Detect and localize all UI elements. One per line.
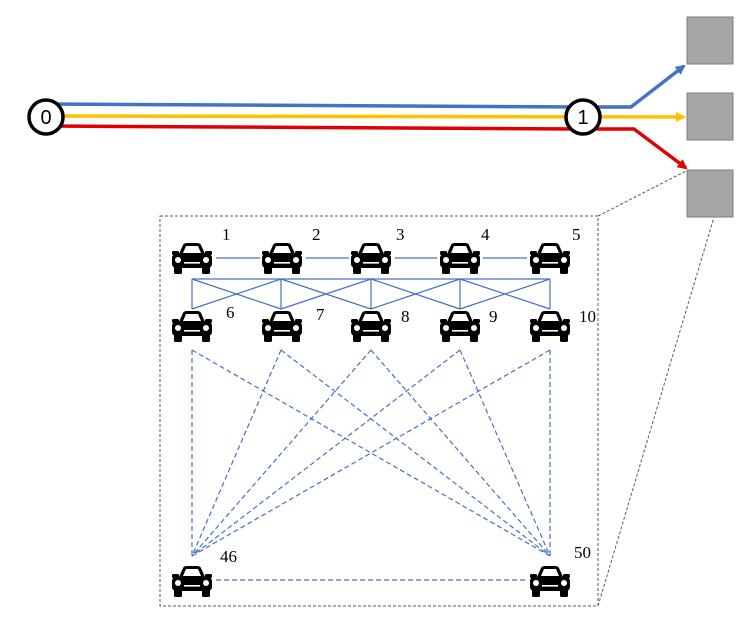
car-label: 46 [220,547,237,566]
car-label: 6 [226,303,235,322]
car-10: 10 [530,307,596,342]
lane-block-icon [686,16,734,65]
car-label: 5 [572,225,581,244]
car-icon [172,566,212,597]
car-icon [530,243,570,274]
car-icon [530,311,570,342]
car-label: 4 [481,225,490,244]
car-icon [440,311,480,342]
lane-block-icon [686,92,734,141]
dashed-links [191,349,551,581]
car-5: 5 [530,225,581,274]
car-label: 9 [489,307,498,326]
car-icon [351,243,391,274]
car-46: 46 [172,547,237,597]
lane-block-icon [686,169,734,218]
car-label: 2 [312,225,321,244]
car-8: 8 [351,307,410,342]
car-icon [262,311,302,342]
car-icon [440,243,480,274]
car-icon [262,243,302,274]
car-label: 50 [574,543,591,562]
car-7: 7 [262,305,325,342]
car-label: 3 [396,225,405,244]
car-6: 6 [172,303,235,342]
car-3: 3 [351,225,405,274]
car-icon [172,243,212,274]
car-4: 4 [440,225,490,274]
car-icon [172,311,212,342]
lane-blocks [686,16,734,218]
node-1: 1 [564,98,602,136]
node-1-label: 1 [577,107,588,129]
car-9: 9 [440,307,498,342]
zoom-connector [597,169,715,607]
node-0: 0 [27,98,65,136]
car-icon [530,566,570,597]
car-label: 10 [579,307,596,326]
route-blue [47,64,686,109]
car-label: 1 [222,225,231,244]
route-red [47,124,688,170]
car-50: 50 [530,543,591,597]
car-1: 1 [172,225,231,274]
car-label: 8 [401,307,410,326]
node-0-label: 0 [40,107,51,129]
car-icon [351,311,391,342]
cross-links [191,278,551,310]
car-2: 2 [262,225,321,274]
cars: 1 2 3 4 5 6 7 8 [172,225,596,597]
zoom-frame [159,215,599,607]
car-label: 7 [316,305,325,324]
